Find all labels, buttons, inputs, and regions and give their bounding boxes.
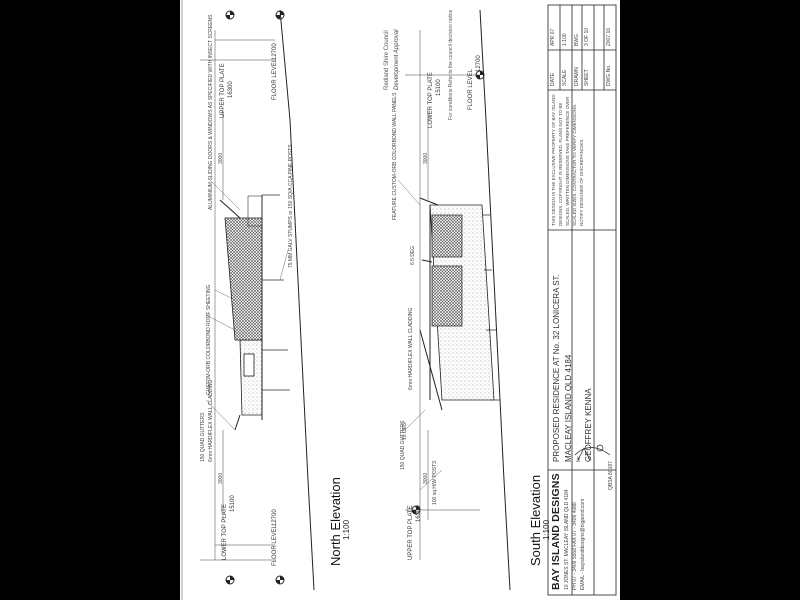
north-elevation-title: North Elevation xyxy=(328,477,343,566)
south-lower-top-plate-label: LOWER TOP PLATE xyxy=(428,72,434,128)
south-floor-level-label: FLOOR LEVEL xyxy=(468,68,474,110)
south-note-10-deg: 10 DEG xyxy=(402,422,408,440)
info-dwg-key: DWG No. xyxy=(606,64,612,86)
company-phone-fax: PH 07 - 3409 5558 FAX 07 - 3409 4088 xyxy=(572,502,578,590)
south-upper-top-plate-label: UPPER TOP PLATE xyxy=(408,505,414,560)
north-upper-top-plate-label: UPPER TOP PLATE xyxy=(220,63,226,118)
north-ground-line xyxy=(279,9,315,591)
north-floor-level-label-right: FLOOR LEVEL xyxy=(272,58,278,100)
title-block-frame xyxy=(547,4,617,596)
north-note-stumps: 75 MM GALV STUMPS or 150 SQ/A CCA PINE P… xyxy=(288,144,294,268)
info-sheet-value: 3 OF 10 xyxy=(584,27,590,46)
company-address: 10 JONES ST. MACLEAY ISLAND QLD 4184 xyxy=(564,489,570,590)
south-elevation-building xyxy=(397,9,511,591)
project-line1: PROPOSED RESIDENCE AT No. 32 LONICERA ST… xyxy=(552,274,561,462)
south-upper-top-plate-value: 16300 xyxy=(416,505,422,522)
info-scale-key: SCALE xyxy=(562,69,568,86)
south-level-markers xyxy=(411,70,485,515)
project-line2: MACLEAY ISLAND QLD 4184 xyxy=(564,354,573,462)
south-dim-top: 3000 xyxy=(423,152,429,164)
info-date-key: DATE xyxy=(550,73,556,86)
north-roof-sheeting xyxy=(224,217,263,341)
south-floor-level-value: 12700 xyxy=(476,55,482,72)
info-drawn-value: BWG xyxy=(574,34,580,46)
north-lower-top-plate-label: LOWER TOP PLATE xyxy=(222,504,228,560)
north-dim-bottom: 3000 xyxy=(218,472,224,484)
north-dim-top: 3000 xyxy=(218,152,224,164)
info-dwg-value: 2007.16 xyxy=(606,27,612,46)
north-wall-cladding xyxy=(239,339,263,416)
north-floor-level-value-left: 12700 xyxy=(272,509,278,526)
south-ground-line xyxy=(479,9,511,591)
north-elevation-scale: 1:100 xyxy=(342,519,351,540)
south-note-65-deg: 6.5 DEG xyxy=(410,245,416,265)
north-elevation-building xyxy=(200,9,315,591)
south-lower-top-plate-value: 15100 xyxy=(436,79,442,96)
north-floor-level-label-left: FLOOR LEVEL xyxy=(272,524,278,566)
south-note-hardiflex: 6mm HARDIFLEX WALL CLADDING xyxy=(408,307,414,390)
info-scale-value: 1:100 xyxy=(562,33,568,46)
north-window xyxy=(243,353,255,377)
north-level-markers xyxy=(225,10,285,585)
company-qbsa: QBSA 80187 xyxy=(608,461,614,490)
south-feature-panel-2 xyxy=(431,265,463,327)
client-name: GEOFFREY KENNA xyxy=(584,388,593,462)
company-logo xyxy=(574,444,611,461)
company-name: BAY ISLAND DESIGNS xyxy=(550,473,562,590)
north-floor-level-value-right: 12700 xyxy=(272,43,278,60)
south-feature-panel-1 xyxy=(431,214,463,258)
north-note-roof: CUSTOM-ORB COLORBOND ROOF SHEETING xyxy=(206,284,212,395)
south-note-posts: 100 sq H/W POSTS xyxy=(432,460,438,505)
company-email: EMAIL - bayislanddesigns@bigpond.com xyxy=(580,498,586,590)
south-note-panels: FEATURE CUSTOM-ORB COLORBOND WALL PANELS xyxy=(392,92,398,220)
info-sheet-key: SHEET xyxy=(584,69,590,86)
north-note-doors: ALUMINIUM SLIDING DOORS & WINDOWS AS SPE… xyxy=(208,14,214,211)
elevation-drawings xyxy=(181,0,617,600)
south-dim-bottom: 3000 xyxy=(423,472,429,484)
info-drawn-key: DRAWN xyxy=(574,67,580,86)
disclaimer: THIS DESIGN IS THE EXCLUSIVE PROPERTY OF… xyxy=(551,94,584,226)
north-upper-top-plate-value: 16300 xyxy=(228,81,234,98)
drawing-sheet: North Elevation 1:100 UPPER TOP PLATE 16… xyxy=(180,0,620,600)
north-note-gutters: 150 QUAD GUTTERS xyxy=(200,412,206,462)
north-lower-top-plate-value: 15100 xyxy=(230,495,236,512)
south-elevation-title: South Elevation xyxy=(528,474,543,566)
stamp-line3: For conditions Refer to the council deci… xyxy=(448,9,454,120)
stamp-line1: Redland Shire Council xyxy=(384,30,390,90)
client-for: for xyxy=(576,456,582,462)
info-date-value: APR 07 xyxy=(550,28,556,46)
stamp-line2: Development Approval xyxy=(394,29,400,90)
